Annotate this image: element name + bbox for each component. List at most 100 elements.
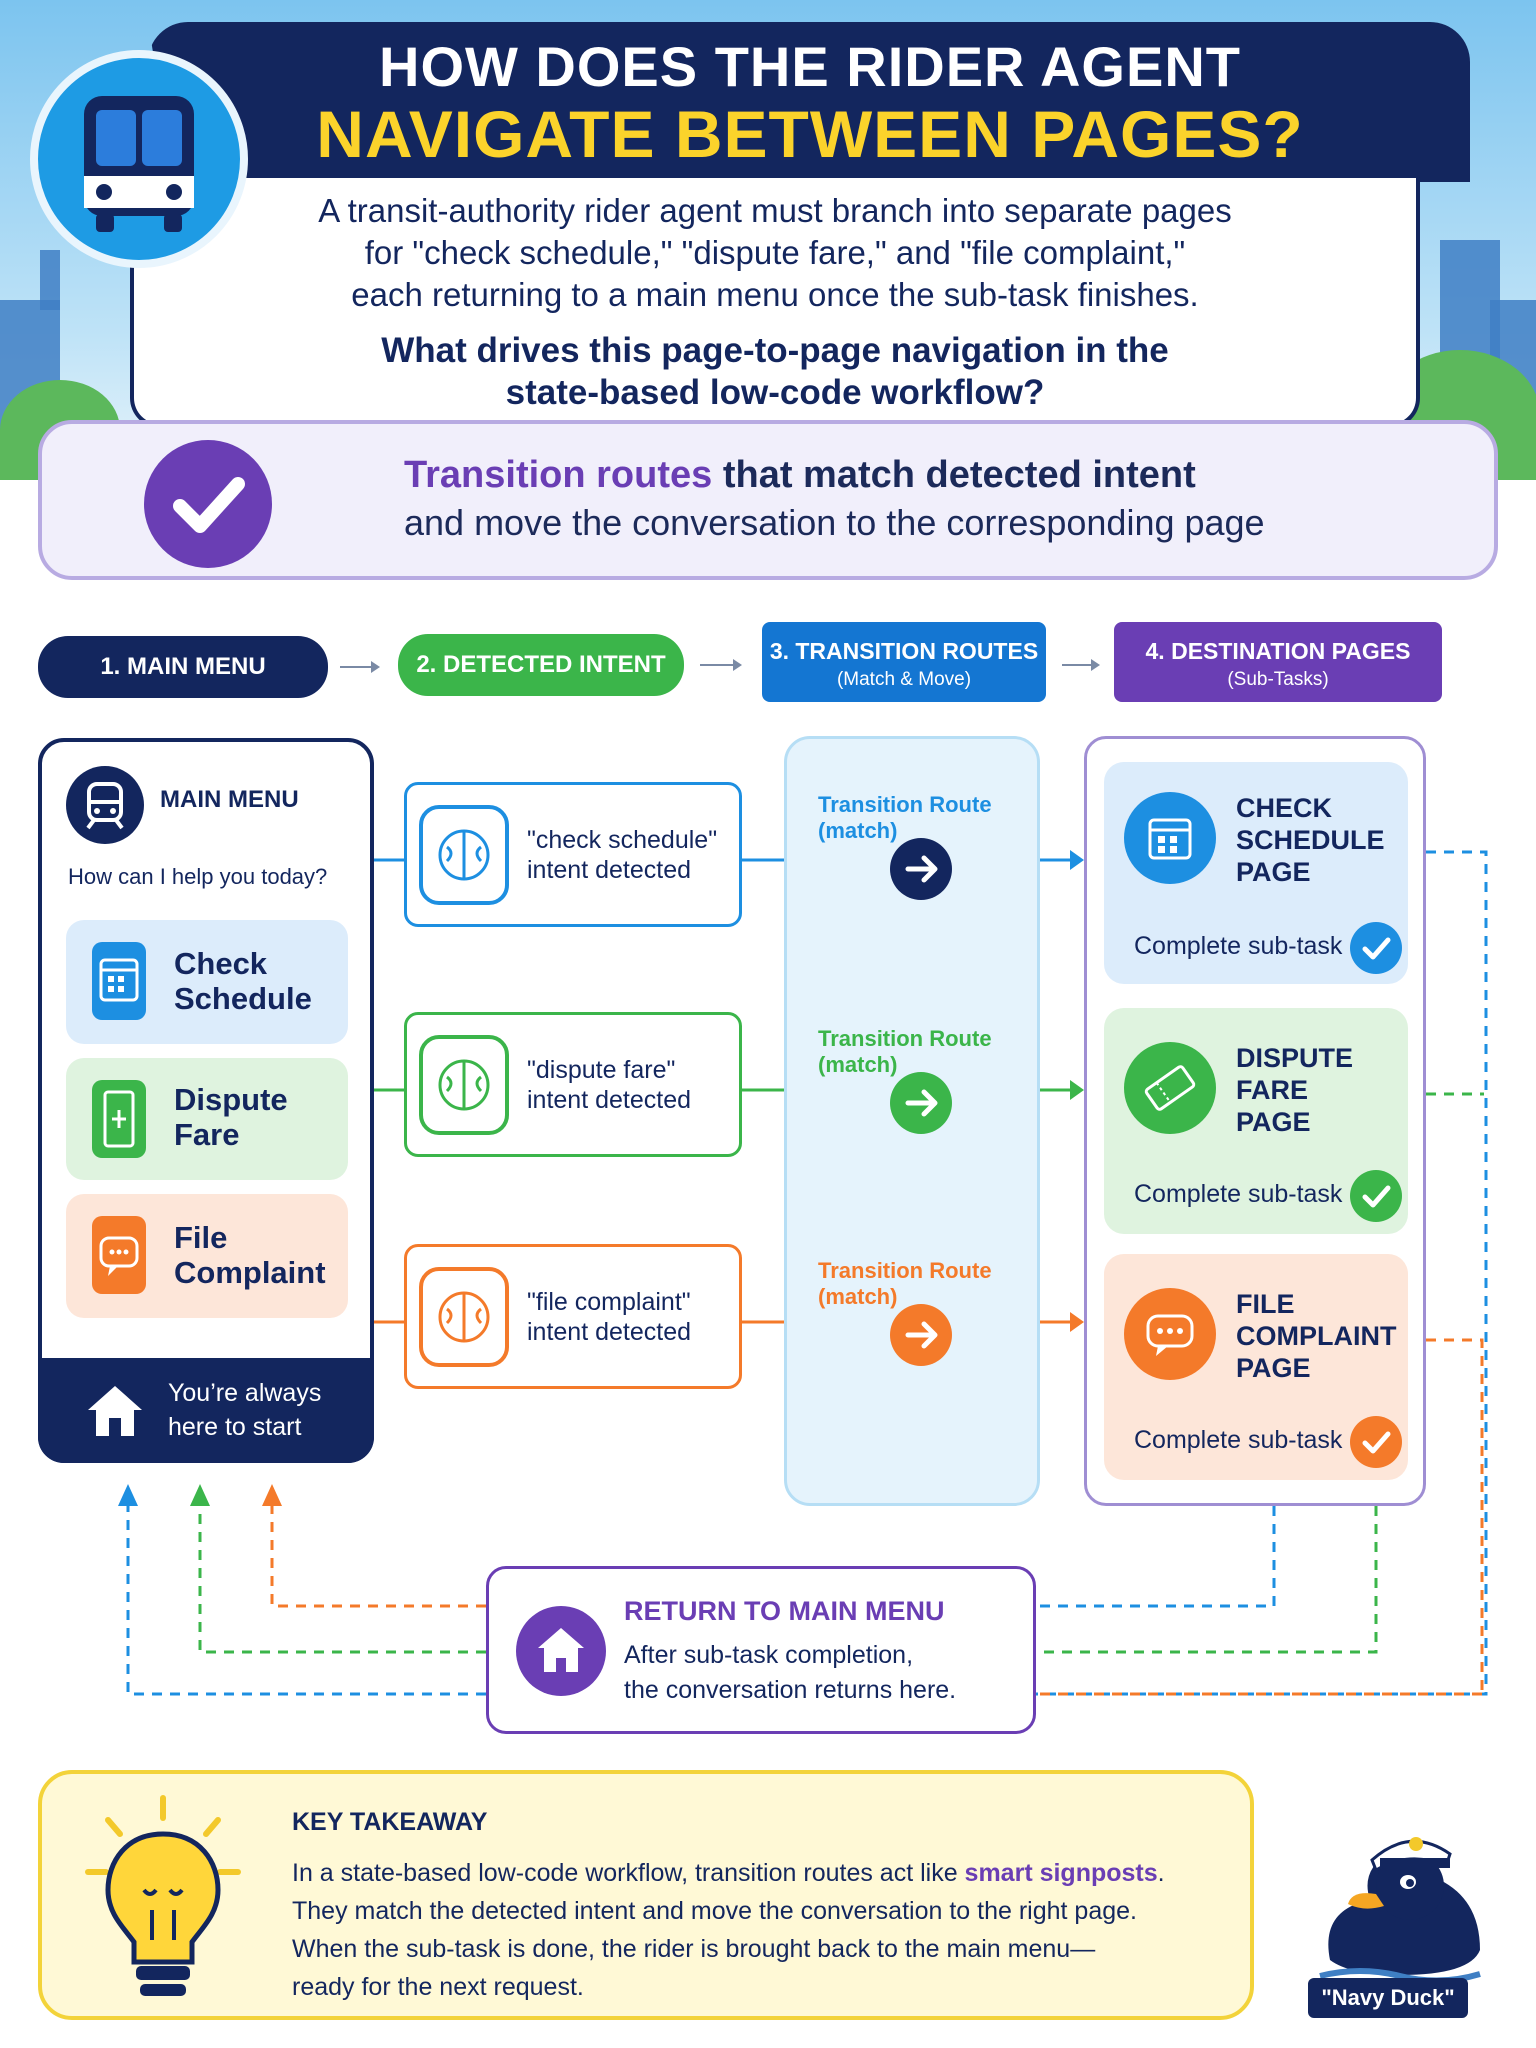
stage-arrow [1062,659,1100,671]
ticket-icon [1124,1042,1216,1134]
menu-item-line: File [174,1220,228,1255]
complete-subtask-label: Complete sub-task [1134,1180,1343,1208]
mascot-label: "Navy Duck" [1308,1978,1468,2018]
question-bold-line: state-based low-code workflow? [505,373,1045,412]
return-title: RETURN TO MAIN MENU [624,1596,945,1626]
complete-subtask-label: Complete sub-task [1134,1426,1343,1454]
question-bold: What drives this page-to-page navigation… [150,330,1400,414]
intent-box-check-schedule: "check schedule"intent detected [404,782,742,927]
question-box [130,178,1420,428]
stage-sub: (Sub-Tasks) [1227,669,1329,690]
question-bold-line: What drives this page-to-page navigation… [381,331,1169,370]
arrow-right-icon [890,1304,952,1366]
route-label: Transition Route(match) [818,1026,992,1078]
route-line: (match) [818,1284,898,1309]
dest-title-line: PAGE [1236,1353,1311,1383]
menu-title: MAIN MENU [160,786,299,813]
dest-title-line: FARE [1236,1075,1309,1105]
calendar-icon [92,942,146,1020]
menu-footer [38,1358,374,1463]
intent-line: intent detected [527,856,692,884]
intent-text: "file complaint"intent detected [527,1287,691,1347]
navy-duck-mascot [1300,1790,1500,1995]
train-icon [66,766,144,844]
menu-footer-text: You’re always here to start [168,1376,321,1444]
route-line: (match) [818,1052,898,1077]
check-circle-icon [1350,1416,1402,1468]
route-line: Transition Route [818,1258,992,1283]
home-icon [516,1606,606,1696]
stage-main-menu: 1. MAIN MENU [38,636,328,698]
key-takeaway-box [38,1770,1254,2020]
dest-title-line: FILE [1236,1289,1295,1319]
arrow-right-icon [890,1072,952,1134]
stage-label: 2. DETECTED INTENT [416,651,666,678]
answer-highlight: Transition routes [404,454,713,496]
title-line-1: HOW DOES THE RIDER AGENT [379,35,1241,98]
takeaway-highlight: smart signposts [964,1859,1158,1887]
stage-destination-pages: 4. DESTINATION PAGES(Sub-Tasks) [1114,622,1442,702]
takeaway-line: They match the detected intent and move … [292,1897,1137,1925]
takeaway-line: In a state-based low-code workflow, tran… [292,1854,1165,1892]
route-label: Transition Route(match) [818,792,992,844]
stage-arrow [340,661,380,673]
title-band [148,22,1470,182]
chat-bubble-icon [1124,1288,1216,1380]
lightbulb-icon [78,1790,248,2015]
intent-line: "file complaint" [527,1288,691,1316]
answer-line-1: Transition routes that match detected in… [404,454,1196,497]
intent-line: "dispute fare" [527,1056,676,1084]
answer-line-2: and move the conversation to the corresp… [404,502,1265,543]
check-circle-icon [1350,922,1402,974]
menu-item-line: Complaint [174,1255,326,1290]
dest-title-line: DISPUTE [1236,1043,1354,1073]
route-line: (match) [818,818,898,843]
dest-title-line: COMPLAINT [1236,1321,1397,1351]
stage-transition-routes: 3. TRANSITION ROUTES(Match & Move) [762,622,1046,702]
dest-title-line: CHECK [1236,793,1333,823]
menu-prompt: How can I help you today? [68,864,328,889]
brain-icon [419,805,509,905]
checkmark-icon [144,440,272,568]
stage-arrow [700,659,742,671]
return-line: the conversation returns here. [624,1676,957,1704]
intent-box-file-complaint: "file complaint"intent detected [404,1244,742,1389]
menu-item-line: Schedule [174,981,312,1016]
menu-item-line: Dispute [174,1082,288,1117]
takeaway-line-part: . [1157,1859,1165,1887]
home-icon [84,1382,146,1445]
ticket-icon [92,1080,146,1158]
check-circle-icon [1350,1170,1402,1222]
title-line-2: NAVIGATE BETWEEN PAGES? [316,97,1304,171]
route-line: Transition Route [818,1026,992,1051]
brain-icon [419,1035,509,1135]
route-line: Transition Route [818,792,992,817]
question-line: for "check schedule," "dispute fare," an… [364,234,1186,271]
takeaway-line-part: In a state-based low-code workflow, tran… [292,1859,965,1887]
intent-line: intent detected [527,1086,692,1114]
intent-text: "check schedule"intent detected [527,825,717,885]
dest-title-line: PAGE [1236,1107,1311,1137]
question-line: each returning to a main menu once the s… [351,276,1199,313]
takeaway-line: ready for the next request. [292,1973,584,2001]
return-line: After sub-task completion, [624,1641,914,1669]
takeaway-line: When the sub-task is done, the rider is … [292,1935,1096,1963]
answer-line-1-rest: that match detected intent [712,454,1196,496]
dest-title-line: PAGE [1236,857,1311,887]
intent-box-dispute-fare: "dispute fare"intent detected [404,1012,742,1157]
menu-item-line: Fare [174,1117,240,1152]
menu-item-line: Check [174,946,268,981]
answer-box [38,420,1498,580]
takeaway-text: In a state-based low-code workflow, tran… [292,1854,1165,2006]
